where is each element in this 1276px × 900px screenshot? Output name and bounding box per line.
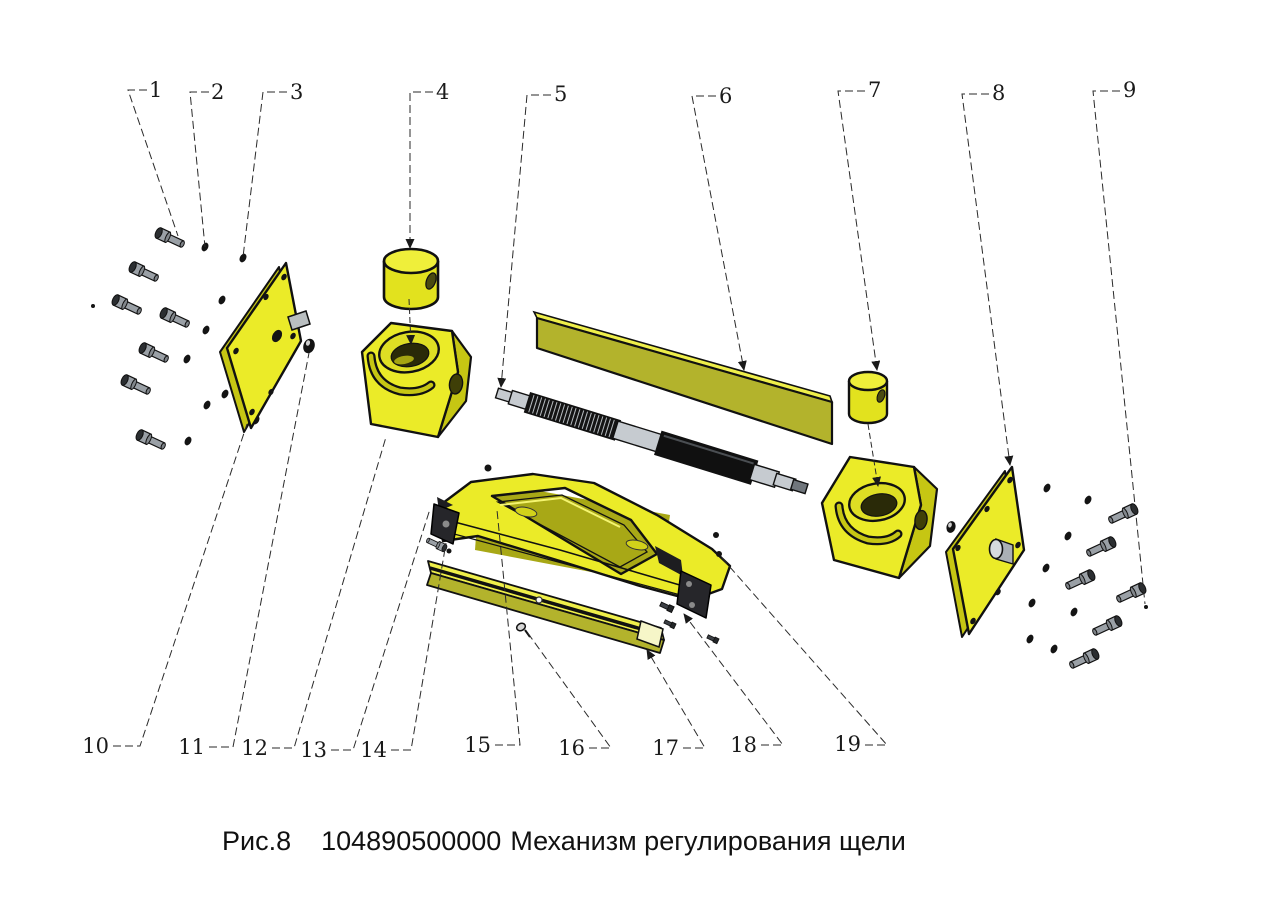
callout-number-17: 17: [652, 736, 679, 760]
flat-bar: [532, 310, 834, 446]
leader-line-17: [646, 649, 706, 749]
callout-18: 18: [683, 613, 785, 757]
cotter-pin: [515, 622, 531, 638]
callout-number-11: 11: [178, 735, 205, 759]
leader-line-1: [127, 89, 179, 237]
nut-washer-11: [303, 338, 315, 354]
callout-8: 8: [961, 81, 1014, 466]
callout-number-4: 4: [436, 80, 449, 104]
drawing-number: 104890500000: [321, 826, 502, 856]
leader-line-7: [837, 90, 881, 371]
threaded-shaft: [494, 387, 809, 495]
leader-line-4: [405, 91, 433, 249]
callout-19: 19: [720, 556, 889, 756]
callout-10: 10: [82, 423, 248, 758]
callout-13: 13: [300, 508, 431, 762]
callout-number-16: 16: [558, 736, 585, 760]
leader-line-12: [272, 436, 387, 749]
assembly-axis-lines: [406, 298, 882, 487]
left-plate: [219, 261, 311, 433]
leader-line-18: [683, 613, 785, 746]
leader-line-6: [691, 95, 747, 371]
callout-14: 14: [360, 542, 447, 762]
callout-1: 1: [127, 78, 179, 237]
callout-number-13: 13: [300, 738, 327, 762]
right-bushing: [847, 370, 889, 425]
leader-line-10: [113, 423, 248, 747]
callout-number-2: 2: [211, 80, 224, 104]
leader-line-16: [526, 631, 612, 749]
leader-line-5: [497, 94, 551, 388]
leader-line-13: [331, 508, 431, 751]
leader-line-9: [1092, 90, 1146, 605]
callout-number-3: 3: [290, 80, 303, 104]
callout-number-14: 14: [360, 738, 387, 762]
callout-15: 15: [464, 509, 521, 757]
callout-number-9: 9: [1123, 78, 1136, 102]
left-screw-set: [109, 226, 192, 453]
plate-tab: [287, 310, 311, 331]
right-pivot-block: [820, 455, 939, 580]
right-screw-set: [1063, 502, 1149, 672]
callout-number-5: 5: [554, 82, 567, 106]
thread-section: [523, 392, 622, 441]
callout-number-15: 15: [464, 733, 491, 757]
callout-9: 9: [1092, 78, 1146, 605]
callout-17: 17: [646, 649, 706, 760]
leader-line-3: [242, 91, 287, 258]
rail-end-face: [636, 620, 664, 648]
callout-number-12: 12: [241, 736, 268, 760]
figure-label: Рис.8: [222, 826, 292, 856]
callout-4: 4: [405, 80, 449, 249]
left-bushing: [382, 247, 440, 311]
callout-number-18: 18: [730, 733, 757, 757]
callout-3: 3: [242, 80, 303, 258]
callout-11: 11: [178, 352, 310, 759]
left-washer-set: [91, 241, 262, 447]
right-washer-set: [1025, 482, 1148, 655]
left-end-plate: [430, 497, 460, 545]
right-plate: [945, 465, 1026, 638]
callout-5: 5: [497, 82, 567, 388]
figure-caption: Рис.8 104890500000 Механизм регулирования …: [222, 826, 906, 857]
leader-line-19: [720, 556, 889, 746]
left-pivot-block: [360, 321, 473, 439]
callout-16: 16: [526, 631, 612, 760]
leader-line-8: [961, 93, 1014, 466]
callout-number-19: 19: [834, 732, 861, 756]
leader-line-2: [189, 91, 209, 248]
handle-bracket: [437, 472, 732, 602]
figure-title: Механизм регулирования щели: [510, 826, 906, 856]
leader-line-14: [391, 542, 447, 751]
callout-number-8: 8: [992, 81, 1005, 105]
callout-number-1: 1: [149, 78, 162, 102]
side-hole: [914, 509, 928, 531]
callout-2: 2: [189, 80, 224, 248]
callout-7: 7: [837, 78, 881, 371]
callout-number-10: 10: [82, 734, 109, 758]
rail-hole: [535, 596, 543, 604]
callout-12: 12: [241, 436, 387, 760]
callout-number-7: 7: [868, 78, 881, 102]
callout-number-6: 6: [719, 84, 732, 108]
clamp-rail: [426, 560, 665, 654]
leader-line-11: [209, 352, 310, 748]
callout-6: 6: [691, 84, 747, 371]
right-end-plate: [655, 546, 712, 619]
side-hole: [448, 373, 464, 395]
plate-boss: [988, 538, 1014, 565]
leader-line-15: [495, 509, 521, 746]
right-plate-washer: [946, 521, 956, 533]
